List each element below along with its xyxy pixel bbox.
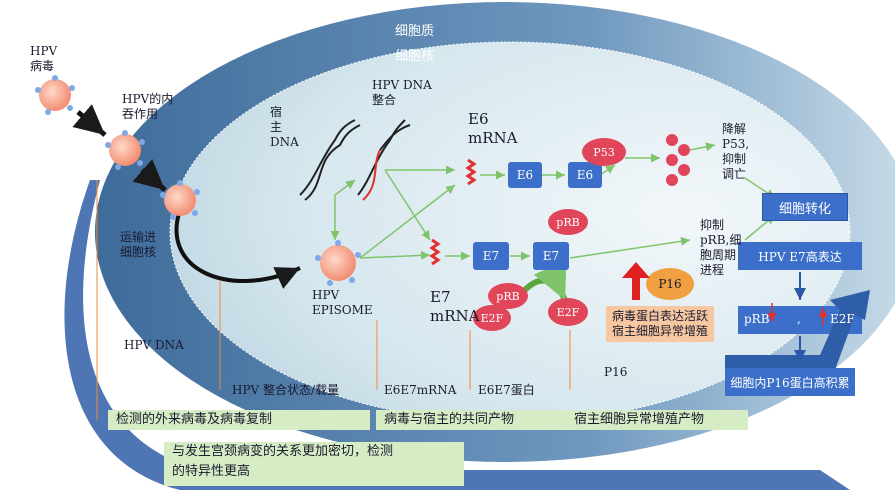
oncoprotein-callout: 病毒蛋白表达活跃 宿主细胞异常增殖 (606, 306, 715, 342)
cytoplasm-label: 细胞质 (395, 24, 435, 39)
side-prb-label: pRB (744, 312, 770, 326)
e7-high-box: HPV E7高表达 (758, 249, 842, 264)
e6-protein-a: E6 (516, 168, 534, 182)
inhibit-prb-label: 抑制 pRB,细 胞周期 进程 (700, 218, 742, 277)
p53-fragments-icon (666, 134, 690, 186)
e6-mrna-label: E6 mRNA (468, 110, 518, 147)
box-specificity: 与发生宫颈病变的关系更加密切，检测 的特异性更高 (164, 442, 464, 486)
e2f-release-arrow (522, 259, 568, 302)
e2f-protein-right: E2F (556, 305, 580, 319)
e7-mrna-label: E7 mRNA (430, 288, 480, 325)
box-shared-products: 病毒与宿主的共同产物 (376, 410, 566, 430)
p53-protein: P53 (593, 145, 615, 159)
virus-particle-icon (39, 79, 356, 281)
host-dna-label: 宿 主 DNA (270, 105, 299, 149)
e6-mrna-icon (465, 158, 477, 186)
hpv-virus-label: HPV 病毒 (30, 44, 58, 73)
transport-arrow (132, 158, 167, 192)
degrade-p53-label: 降解 P53, 抑制 调亡 (722, 122, 750, 181)
prb-protein-top: pRB (556, 215, 580, 229)
bottom-swoosh (64, 180, 850, 490)
hpv-dna-label: HPV DNA (124, 338, 184, 352)
e2f-protein-left: E2F (480, 311, 504, 325)
side-comma: , (797, 312, 801, 326)
box-proliferation-products: 宿主细胞异常增殖产物 (566, 410, 748, 430)
transport-label: 运输进 细胞核 (120, 230, 157, 259)
box-external-virus: 检测的外来病毒及病毒复制 (108, 410, 370, 430)
pathway-arrows (330, 142, 776, 261)
e7-protein-b: E7 (542, 249, 560, 263)
e7-mrna-icon (429, 238, 441, 266)
virus-spikes-icon (35, 75, 361, 286)
guide-lines (96, 180, 571, 420)
endocytosis-label: HPV的内 吞作用 (122, 92, 174, 121)
side-e2f-label: E2F (830, 312, 855, 326)
cell-transform-box: 细胞转化 (762, 193, 848, 221)
p16-label: P16 (604, 365, 628, 379)
cat-e6e7mrna: E6E7mRNA (384, 383, 457, 397)
e7-protein-a: E7 (482, 249, 500, 263)
cat-e6e7protein: E6E7蛋白 (478, 383, 535, 397)
nucleus-label: 细胞核 (395, 49, 435, 64)
cat-integration: HPV 整合状态/载量 (232, 383, 340, 397)
entry-curve-arrow (174, 209, 301, 289)
p16-protein: P16 (658, 277, 682, 291)
upregulation-arrow-icon (622, 262, 650, 300)
host-dna-helix-icon (299, 119, 361, 201)
endocytosis-arrow (72, 104, 107, 137)
integrated-dna-helix-icon (357, 119, 411, 201)
p16-accum-box: 细胞内P16蛋白高积累 (730, 375, 850, 390)
hpv-episome-label: HPV EPISOME (312, 288, 373, 317)
prb-protein-left: pRB (496, 289, 520, 303)
hpv-dna-integration-label: HPV DNA 整合 (372, 78, 432, 107)
e6-protein-b: E6 (576, 168, 594, 182)
